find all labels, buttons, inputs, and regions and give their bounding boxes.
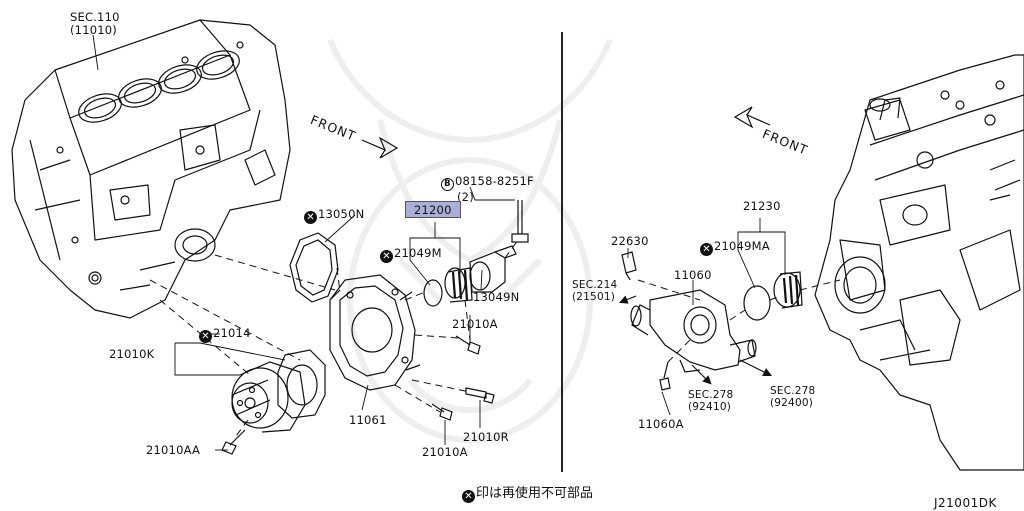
bolt-21010AA-drawing bbox=[221, 429, 246, 455]
sec-214-label[interactable]: SEC.214 (21501) bbox=[572, 279, 617, 303]
part-21010R-label[interactable]: 21010R bbox=[463, 431, 509, 444]
non-reusable-icon: ✕ bbox=[199, 330, 212, 343]
part-21010A-top-label[interactable]: 21010A bbox=[452, 318, 498, 331]
part-21010AA-code: 21010AA bbox=[146, 443, 201, 457]
thermostat-21230-drawing bbox=[743, 271, 803, 321]
cylinder-head-drawing bbox=[814, 54, 1024, 471]
water-outlet-11060-drawing bbox=[630, 289, 757, 373]
water-pump-21010K-drawing bbox=[231, 361, 306, 433]
part-21200-label[interactable]: 21200 bbox=[405, 201, 461, 218]
part-21049MA-code: 21049MA bbox=[714, 239, 770, 253]
sec-278-b-line2: (92400) bbox=[770, 397, 813, 409]
front-arrow-right bbox=[733, 106, 771, 129]
thermostat-cover-13049N-drawing bbox=[469, 245, 517, 293]
engine-block-drawing bbox=[11, 19, 291, 319]
part-22630-code: 22630 bbox=[611, 234, 649, 248]
front-arrow-left bbox=[361, 136, 399, 159]
non-reusable-legend: ✕印は再使用不可部品 bbox=[462, 482, 593, 503]
non-reusable-icon: ✕ bbox=[380, 250, 393, 263]
part-21014-label[interactable]: ✕21014 bbox=[199, 327, 251, 343]
non-reusable-icon: ✕ bbox=[304, 211, 317, 224]
part-11061-label[interactable]: 11061 bbox=[349, 414, 387, 427]
water-inlet-housing-drawing bbox=[329, 274, 421, 391]
part-21010K-label[interactable]: 21010K bbox=[109, 348, 154, 361]
assembly-lines-right bbox=[637, 279, 841, 363]
sec-110-line1: SEC.110 bbox=[70, 10, 120, 24]
bolt-21010A-top-drawing bbox=[455, 335, 481, 355]
part-21010R-code: 21010R bbox=[463, 430, 509, 444]
bolt-08158-drawing bbox=[511, 200, 529, 243]
part-21010K-code: 21010K bbox=[109, 347, 155, 361]
part-13050N-label[interactable]: ✕13050N bbox=[304, 208, 364, 224]
non-reusable-icon: ✕ bbox=[700, 243, 713, 256]
part-21230-code: 21230 bbox=[743, 199, 781, 213]
sensor-22630-drawing bbox=[621, 251, 637, 281]
sec-214-line1: SEC.214 bbox=[572, 279, 618, 291]
bolt-21010A-bottom-drawing bbox=[431, 403, 453, 421]
diagram-code: J21001DK bbox=[934, 496, 997, 510]
part-21010A-bottom-code: 21010A bbox=[422, 445, 468, 459]
sec-110-line2: (11010) bbox=[70, 23, 117, 37]
flow-arrows-right bbox=[618, 295, 772, 385]
part-21010AA-label[interactable]: 21010AA bbox=[146, 444, 200, 457]
bolt-11060A-drawing bbox=[659, 361, 671, 391]
part-22630-label[interactable]: 22630 bbox=[611, 235, 649, 248]
part-21014-code: 21014 bbox=[213, 326, 251, 340]
part-11061-code: 11061 bbox=[349, 413, 387, 427]
part-13050N-code: 13050N bbox=[318, 207, 365, 221]
part-21049MA-label[interactable]: ✕21049MA bbox=[700, 240, 770, 256]
assembly-lines-left bbox=[149, 239, 519, 437]
sec-278-a-line2: (92410) bbox=[688, 401, 731, 413]
gasket-13050N-drawing bbox=[289, 232, 339, 303]
part-11060-label[interactable]: 11060 bbox=[674, 269, 712, 282]
part-13049N-code: 13049N bbox=[473, 290, 520, 304]
part-11060A-code: 11060A bbox=[638, 417, 684, 431]
sec-278-b-label[interactable]: SEC.278 (92400) bbox=[770, 385, 815, 409]
watermark-logo bbox=[327, 38, 613, 443]
gasket-21014-drawing bbox=[277, 349, 326, 419]
part-21049M-label[interactable]: ✕21049M bbox=[380, 247, 442, 263]
leader-lines-right bbox=[627, 218, 786, 416]
part-21230-label[interactable]: 21230 bbox=[743, 200, 781, 213]
panel-divider bbox=[561, 32, 563, 472]
part-08158-line2: (2) bbox=[457, 190, 474, 204]
sec-278-b-line1: SEC.278 bbox=[770, 385, 816, 397]
part-21200-highlight: 21200 bbox=[405, 201, 461, 218]
leader-lines-left bbox=[92, 34, 515, 451]
part-11060A-label[interactable]: 11060A bbox=[638, 418, 684, 431]
sec-278-a-label[interactable]: SEC.278 (92410) bbox=[688, 389, 733, 413]
part-13049N-label[interactable]: 13049N bbox=[473, 291, 519, 304]
part-21010A-bottom-label[interactable]: 21010A bbox=[422, 446, 468, 459]
sec-110-label[interactable]: SEC.110 (11010) bbox=[70, 11, 120, 37]
part-21049M-code: 21049M bbox=[394, 246, 442, 260]
bolt-b-icon: B bbox=[441, 178, 454, 191]
part-21010A-top-code: 21010A bbox=[452, 317, 498, 331]
part-11060-code: 11060 bbox=[674, 268, 712, 282]
part-08158-code: 08158-8251F bbox=[455, 174, 534, 188]
bolt-21010R-drawing bbox=[465, 387, 495, 404]
sec-278-a-line1: SEC.278 bbox=[688, 389, 734, 401]
non-reusable-legend-text: 印は再使用不可部品 bbox=[476, 486, 594, 501]
sec-214-line2: (21501) bbox=[572, 291, 615, 303]
non-reusable-legend-icon: ✕ bbox=[462, 490, 475, 503]
